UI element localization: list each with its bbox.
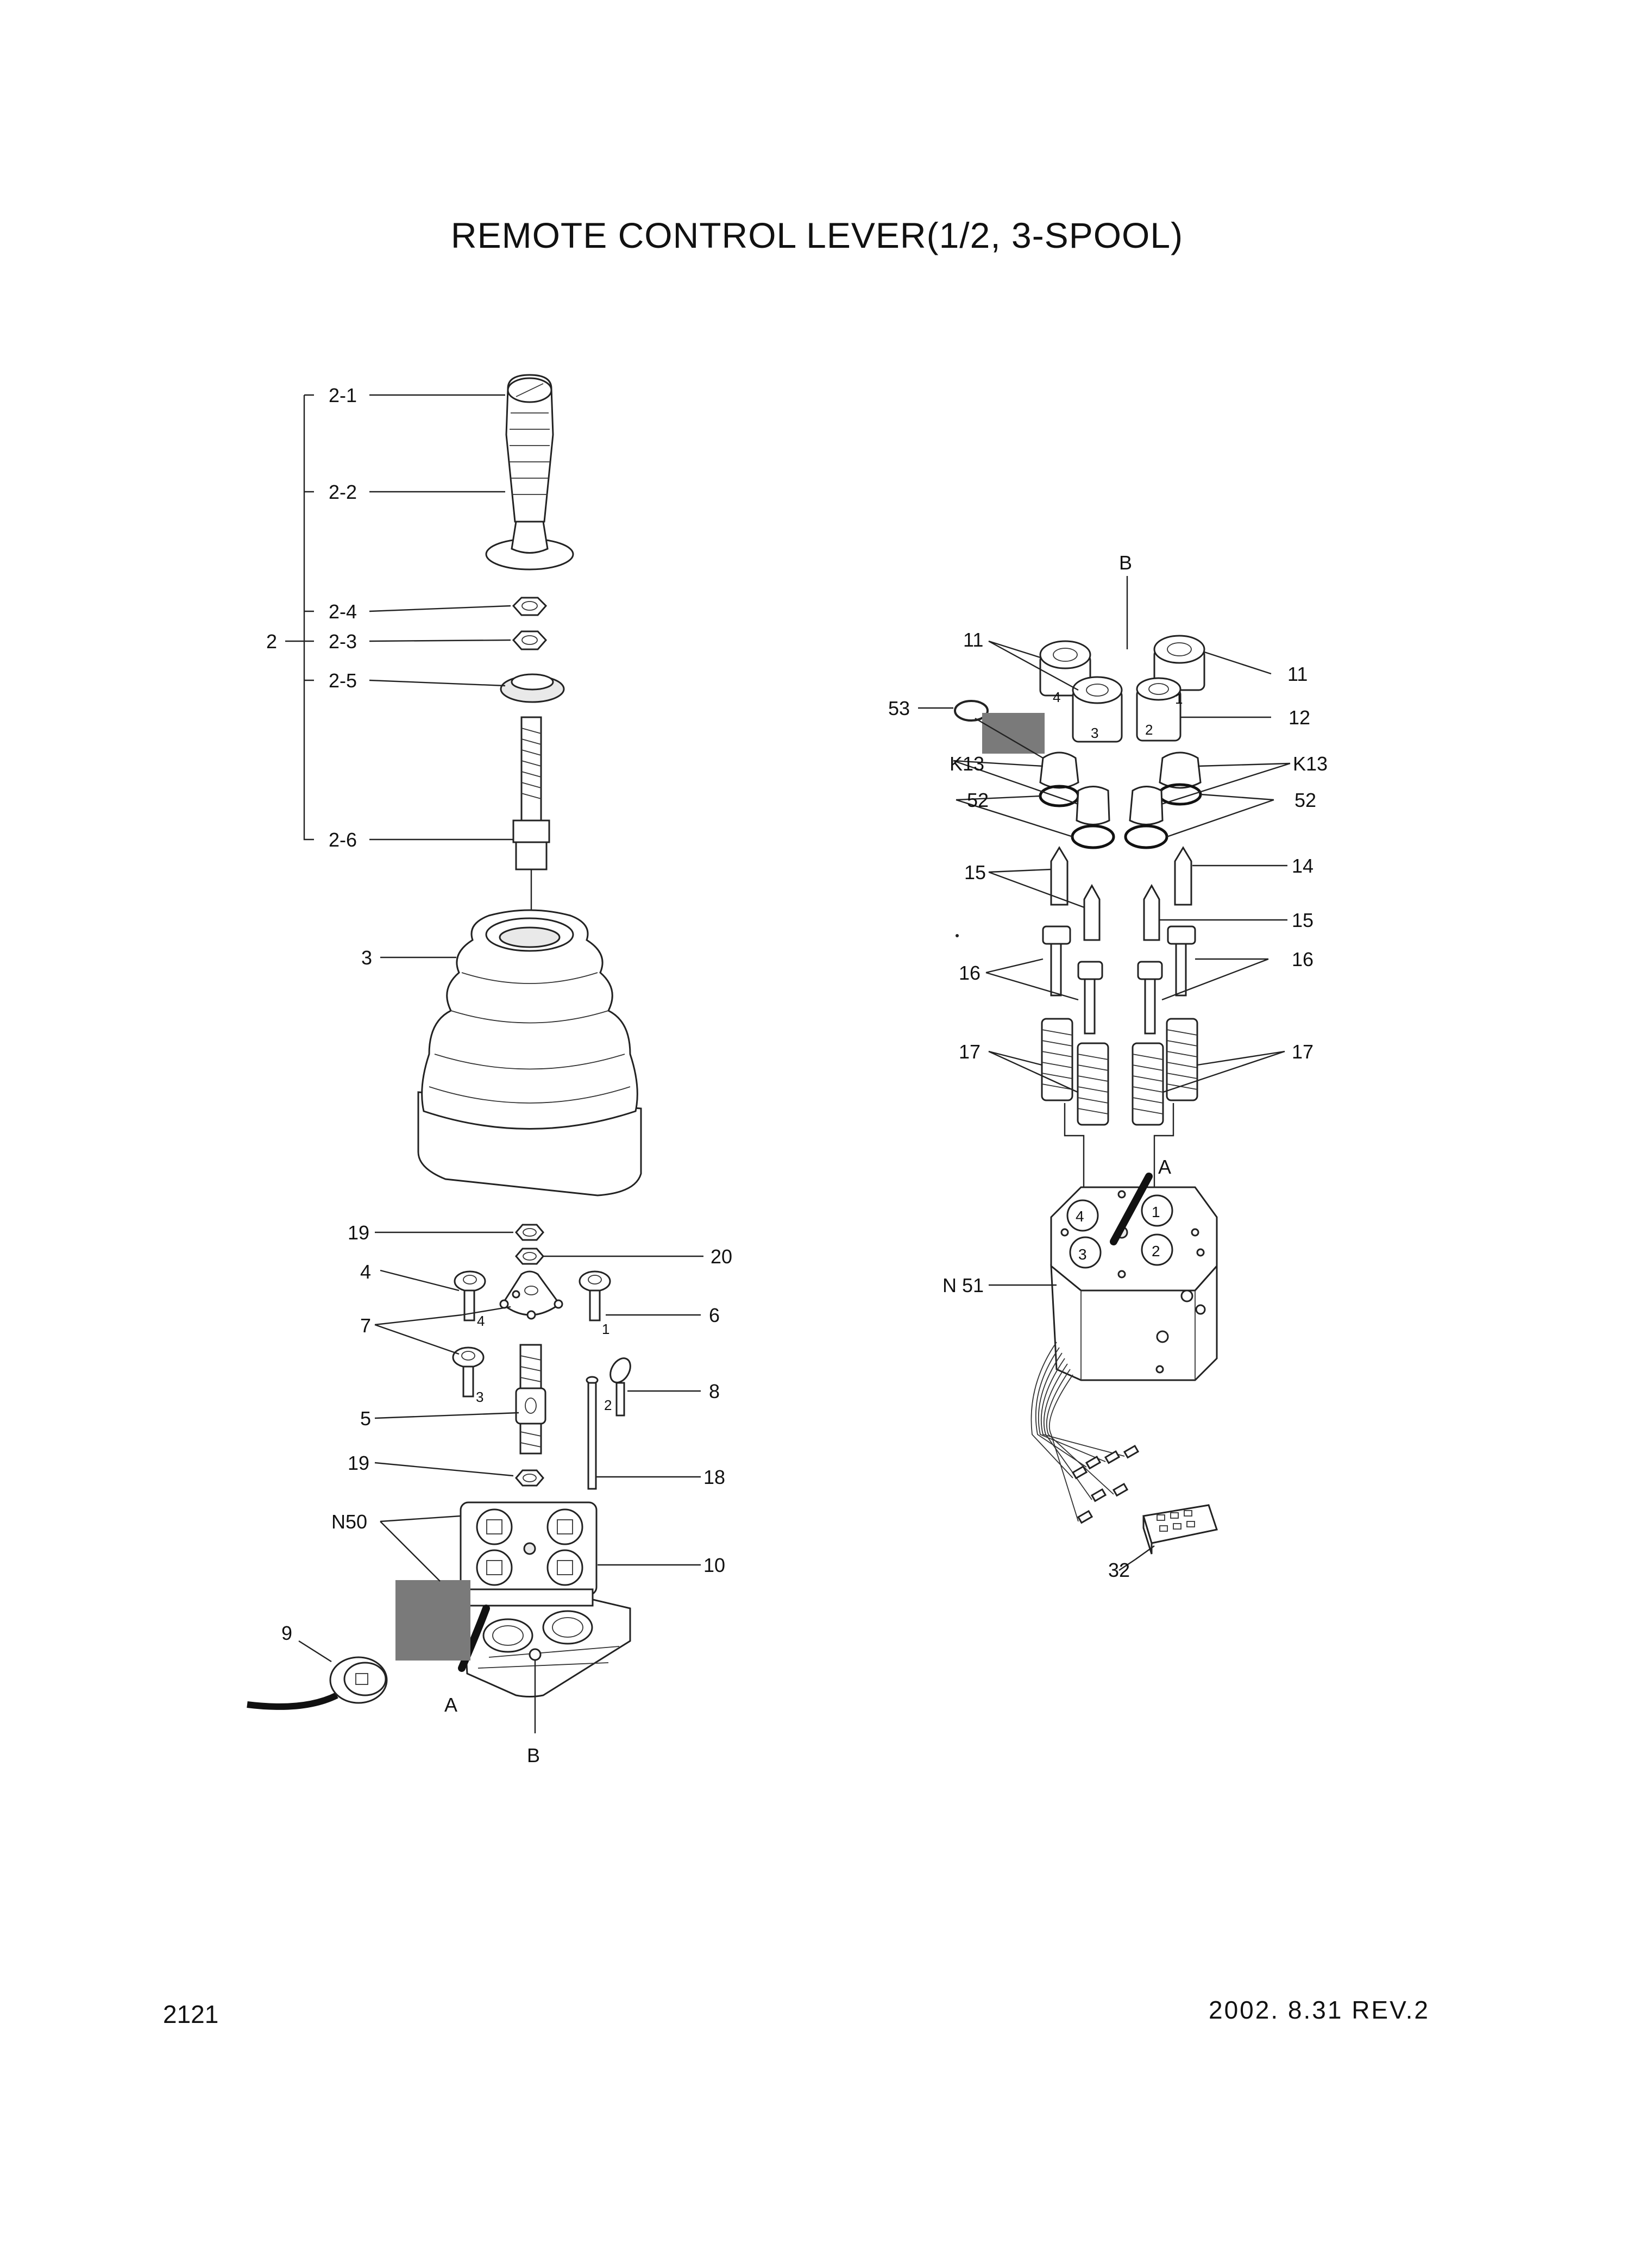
universal-joint bbox=[515, 1344, 546, 1455]
callout-12: 12 bbox=[1289, 706, 1310, 729]
springs bbox=[1041, 1018, 1198, 1206]
lower-nut bbox=[515, 1469, 544, 1487]
callout-2-2: 2-2 bbox=[329, 481, 357, 503]
lever-rod bbox=[512, 716, 550, 918]
valve-block-n51: 4 1 3 2 bbox=[1050, 1186, 1218, 1381]
callout-2-1: 2-1 bbox=[329, 384, 357, 406]
plug-number: 1 bbox=[1175, 691, 1183, 707]
spool-bolts bbox=[1042, 925, 1196, 1035]
callout-b-left: B bbox=[527, 1744, 540, 1766]
grip-nuts bbox=[512, 597, 548, 650]
callout-labels: 2-1 2-2 2-4 2 2-3 2-5 2-6 3 19 20 4 6 7 … bbox=[266, 384, 1328, 1766]
o-ring-53 bbox=[954, 700, 989, 722]
callout-17-right: 17 bbox=[1292, 1041, 1314, 1063]
rubber-boot bbox=[417, 909, 642, 1196]
callout-53: 53 bbox=[888, 697, 910, 719]
callout-18: 18 bbox=[703, 1466, 725, 1488]
drawing-title: REMOTE CONTROL LEVER(1/2, 3-SPOOL) bbox=[450, 215, 1184, 255]
pusher-guides: 4 3 2 1 bbox=[1039, 635, 1205, 743]
callout-3: 3 bbox=[361, 947, 372, 969]
callout-11-right: 11 bbox=[1287, 663, 1308, 685]
callout-k13-left: K13 bbox=[950, 753, 984, 775]
callout-15-left: 15 bbox=[964, 861, 986, 884]
page-number: 2121 bbox=[163, 2000, 219, 2028]
callout-16-right: 16 bbox=[1292, 948, 1314, 970]
callout-32: 32 bbox=[1108, 1559, 1130, 1581]
callout-19-lower: 19 bbox=[348, 1452, 369, 1474]
callout-n50: N50 bbox=[331, 1511, 367, 1533]
pin-number: 3 bbox=[476, 1389, 483, 1405]
callout-2-3: 2-3 bbox=[329, 630, 357, 653]
callout-a-left: A bbox=[444, 1694, 457, 1716]
highlight-box-right bbox=[982, 713, 1045, 754]
boot-cap bbox=[500, 673, 565, 703]
callout-b-top: B bbox=[1119, 552, 1132, 574]
pin-number: 2 bbox=[604, 1397, 612, 1413]
upper-nuts bbox=[515, 1224, 544, 1265]
swash-plate bbox=[499, 1270, 563, 1320]
pusher-left: 4 bbox=[454, 1270, 486, 1329]
wiring-harness bbox=[1030, 1342, 1218, 1555]
callout-a-right: A bbox=[1158, 1156, 1171, 1178]
callout-16-left: 16 bbox=[959, 962, 981, 984]
port-number: 2 bbox=[1152, 1243, 1160, 1260]
callout-2: 2 bbox=[266, 630, 277, 653]
callout-6: 6 bbox=[709, 1304, 720, 1326]
callout-7: 7 bbox=[360, 1314, 371, 1337]
pusher-angled: 2 bbox=[604, 1357, 631, 1417]
plug-number: 2 bbox=[1145, 722, 1153, 738]
stray-dot bbox=[956, 934, 959, 937]
callout-20: 20 bbox=[711, 1245, 732, 1268]
callout-2-4: 2-4 bbox=[329, 600, 357, 623]
pin-number: 1 bbox=[602, 1321, 609, 1337]
pin-number: 4 bbox=[477, 1313, 485, 1329]
port-number: 1 bbox=[1152, 1204, 1160, 1220]
plug-number: 3 bbox=[1091, 725, 1098, 741]
callout-9: 9 bbox=[281, 1622, 292, 1644]
right-leaders bbox=[918, 640, 1291, 1571]
left-leaders bbox=[285, 394, 703, 1733]
callout-19: 19 bbox=[348, 1221, 369, 1244]
callout-2-5: 2-5 bbox=[329, 669, 357, 692]
callout-k13-right: K13 bbox=[1293, 753, 1328, 775]
callout-2-6: 2-6 bbox=[329, 829, 357, 851]
callout-15-right: 15 bbox=[1292, 909, 1314, 931]
callout-5: 5 bbox=[360, 1407, 371, 1430]
callout-14: 14 bbox=[1292, 855, 1314, 877]
lever-grip bbox=[485, 374, 574, 571]
callout-4: 4 bbox=[360, 1261, 371, 1283]
callout-8: 8 bbox=[709, 1380, 720, 1402]
valve-housing bbox=[460, 1501, 631, 1697]
port-number: 4 bbox=[1076, 1208, 1084, 1225]
callout-11-left: 11 bbox=[963, 629, 983, 651]
long-bolt bbox=[586, 1376, 599, 1490]
callout-10: 10 bbox=[703, 1554, 725, 1576]
spool-pins bbox=[1050, 846, 1192, 941]
cable-a-right bbox=[1110, 1173, 1153, 1245]
callout-52-right: 52 bbox=[1294, 789, 1316, 811]
port-number: 3 bbox=[1078, 1246, 1087, 1263]
revision-date: 2002. 8.31 REV.2 bbox=[1209, 1996, 1430, 2024]
pusher-right: 1 bbox=[579, 1270, 611, 1337]
callout-17-left: 17 bbox=[959, 1041, 981, 1063]
callout-52-left: 52 bbox=[967, 789, 989, 811]
callout-n51: N 51 bbox=[942, 1274, 984, 1296]
pusher-lower: 3 bbox=[452, 1346, 485, 1405]
plug-number: 4 bbox=[1053, 689, 1060, 705]
connector-9 bbox=[247, 1656, 388, 1710]
highlight-box-left bbox=[395, 1580, 470, 1661]
